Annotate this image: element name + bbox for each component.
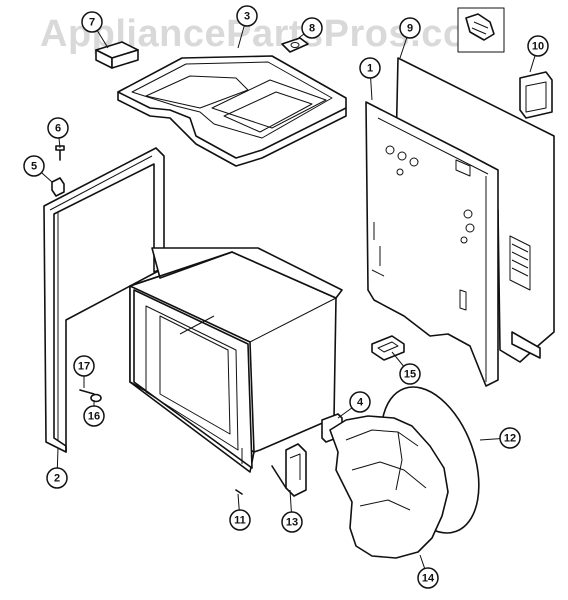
callout-8: 8 xyxy=(295,17,323,41)
callout-leader xyxy=(419,554,426,569)
callout-leader xyxy=(391,351,405,367)
part-14-insulation xyxy=(329,415,449,559)
part-6-screw xyxy=(55,145,65,161)
callout-leader xyxy=(295,33,305,41)
callout-leader xyxy=(96,30,109,49)
callout-circle xyxy=(301,17,323,39)
callout-number: 9 xyxy=(407,23,413,35)
callout-circle xyxy=(399,17,421,39)
callout-circle xyxy=(46,467,68,489)
callout-number: 13 xyxy=(286,517,298,529)
part-5-clip xyxy=(51,177,65,197)
callout-15: 15 xyxy=(391,351,421,385)
callout-11: 11 xyxy=(229,493,251,531)
callout-number: 6 xyxy=(55,123,61,135)
callout-2: 2 xyxy=(46,447,68,489)
part-7-block xyxy=(95,41,139,69)
callout-circle xyxy=(81,11,103,33)
callout-16: 16 xyxy=(83,400,105,427)
callout-circle xyxy=(23,155,45,177)
callout-7: 7 xyxy=(81,11,109,49)
callout-circle xyxy=(527,35,549,57)
callout-17: 17 xyxy=(73,355,95,388)
part-17-screw xyxy=(79,389,95,395)
callout-circle xyxy=(47,117,69,139)
callout-number: 10 xyxy=(532,41,544,53)
callout-number: 5 xyxy=(31,161,37,173)
callout-circle xyxy=(236,5,258,27)
callout-number: 7 xyxy=(89,17,95,29)
callout-number: 4 xyxy=(357,397,364,409)
callout-leader xyxy=(370,77,373,101)
callout-10: 10 xyxy=(527,35,549,73)
callout-number: 14 xyxy=(422,573,435,585)
callout-circle xyxy=(83,405,105,427)
part-1-back-frame xyxy=(365,101,499,387)
callout-1: 1 xyxy=(359,57,381,101)
callout-leader xyxy=(337,407,353,419)
callout-leader xyxy=(58,137,61,149)
callout-leader xyxy=(289,489,292,513)
callout-4: 4 xyxy=(337,391,371,419)
callout-number: 16 xyxy=(88,411,100,423)
callout-12: 12 xyxy=(479,427,521,449)
callout-leader xyxy=(237,25,245,49)
oven-cavity xyxy=(129,247,343,473)
part-8-clip xyxy=(281,37,309,53)
part-15-bracket xyxy=(371,335,405,361)
callout-circle xyxy=(73,355,95,377)
callout-6: 6 xyxy=(47,117,69,149)
callout-number: 12 xyxy=(504,433,516,445)
callout-leader xyxy=(56,447,59,469)
part-11-screw xyxy=(235,489,243,495)
callout-circle xyxy=(229,509,251,531)
callout-circle xyxy=(281,511,303,533)
part-16-washer xyxy=(90,393,102,403)
callout-number: 3 xyxy=(244,11,250,23)
callout-5: 5 xyxy=(23,155,53,183)
callout-leader xyxy=(529,55,536,73)
callout-13: 13 xyxy=(281,489,303,533)
callout-number: 8 xyxy=(309,23,315,35)
callout-number: 11 xyxy=(234,515,246,527)
callout-circle xyxy=(499,427,521,449)
callout-number: 2 xyxy=(54,473,60,485)
callout-circle xyxy=(399,363,421,385)
callout-3: 3 xyxy=(236,5,258,49)
callout-leader xyxy=(399,37,408,59)
part-10-bracket xyxy=(519,71,553,119)
callout-circle xyxy=(349,391,371,413)
callout-leader xyxy=(41,172,53,183)
part-13-hinge xyxy=(271,443,307,497)
callout-number: 17 xyxy=(78,361,90,373)
callout-circle xyxy=(359,57,381,79)
callout-14: 14 xyxy=(417,554,439,589)
inset-part-16 xyxy=(457,7,505,53)
callout-number: 1 xyxy=(367,63,373,75)
callout-number: 15 xyxy=(404,369,416,381)
part-3-top-panel xyxy=(117,55,347,167)
callout-9: 9 xyxy=(399,17,421,59)
callout-leader xyxy=(479,438,501,441)
callout-circle xyxy=(417,567,439,589)
callout-leader xyxy=(237,493,240,511)
